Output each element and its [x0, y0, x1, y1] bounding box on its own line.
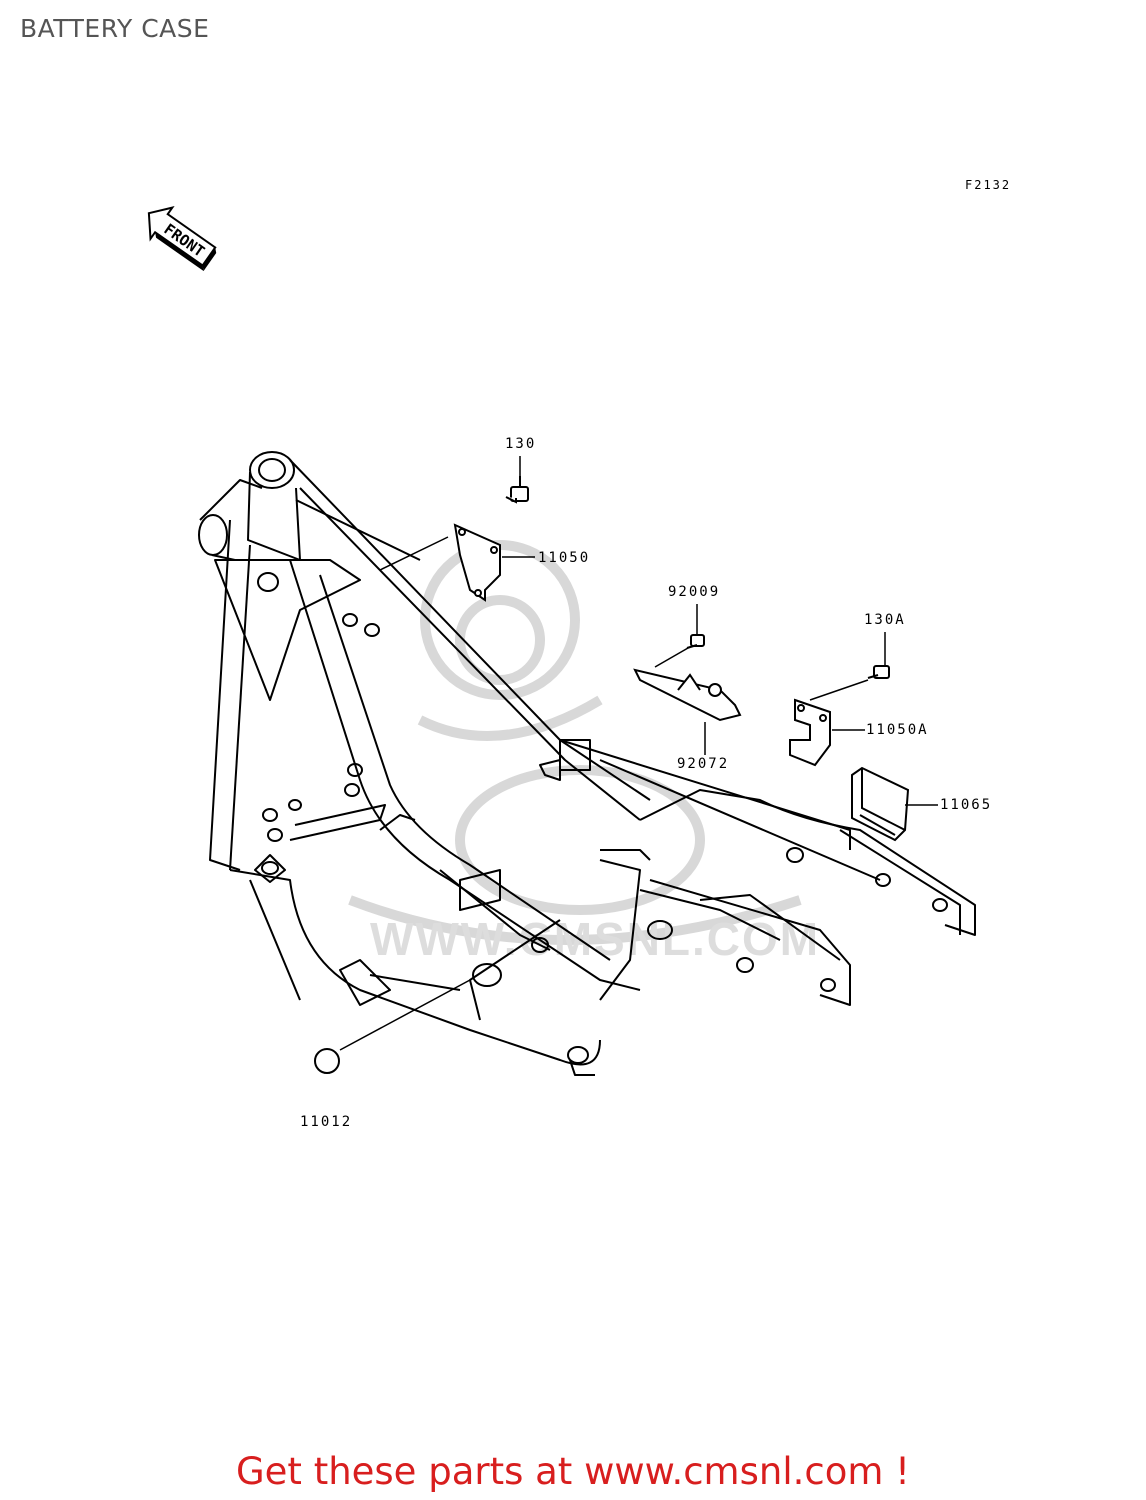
- part-92072-band: [633, 668, 742, 722]
- figure-code: F2132: [965, 178, 1012, 192]
- part-label-130a: 130A: [864, 612, 906, 628]
- part-label-11012: 11012: [300, 1114, 352, 1130]
- part-label-92072: 92072: [677, 756, 729, 772]
- watermark-logo: [348, 540, 802, 945]
- frame-drawing: [198, 451, 976, 1076]
- part-11065-pad: [851, 766, 910, 842]
- part-130a-bolt: [867, 665, 890, 679]
- part-92009-screw: [686, 634, 705, 649]
- part-11050-bracket: [453, 523, 501, 602]
- part-label-11050: 11050: [538, 550, 590, 566]
- part-11050a-bracket: [789, 698, 831, 767]
- page-title: BATTERY CASE: [20, 14, 210, 43]
- part-label-11050a: 11050A: [866, 722, 929, 738]
- watermark-text: WWW.CMSNL.COM: [370, 913, 820, 965]
- part-11012-cap: [314, 1048, 340, 1074]
- footer-parts-link[interactable]: Get these parts at www.cmsnl.com !: [235, 1450, 910, 1493]
- part-130-bolt: [505, 476, 529, 504]
- leader-lines: [339, 456, 938, 1051]
- front-arrow-icon: FRONT: [147, 206, 217, 272]
- part-label-11065: 11065: [940, 797, 992, 813]
- part-label-92009: 92009: [668, 584, 720, 600]
- part-label-130: 130: [505, 436, 536, 452]
